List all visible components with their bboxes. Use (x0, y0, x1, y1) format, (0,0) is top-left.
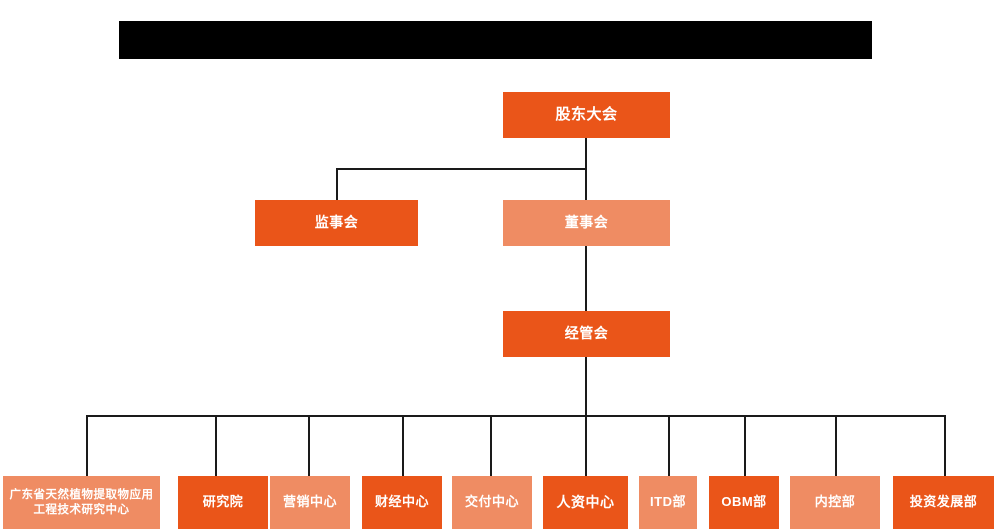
connector-drop-hr-center (585, 415, 587, 476)
node-research-center-label: 广东省天然植物提取物应用工程技术研究中心 (9, 489, 154, 516)
node-hr-center[interactable]: 人资中心 (543, 476, 628, 529)
node-research-institute-label: 研究院 (202, 494, 244, 510)
node-supervisors-label: 监事会 (314, 214, 359, 231)
connector-drop-obm-dept (744, 415, 746, 476)
node-finance-center[interactable]: 财经中心 (362, 476, 442, 529)
connector-drop-research-institute (215, 415, 217, 476)
node-hr-center-label: 人资中心 (556, 493, 615, 510)
node-obm-dept[interactable]: OBM部 (709, 476, 779, 529)
node-shareholders-label: 股东大会 (555, 105, 618, 123)
node-marketing-center-label: 营销中心 (282, 494, 337, 510)
connector-drop-research-center (86, 415, 88, 476)
connector-directors-to-management (585, 246, 587, 312)
node-directors-label: 董事会 (564, 214, 609, 231)
redacted-title-bar (119, 21, 872, 59)
node-internal-control-dept[interactable]: 内控部 (790, 476, 880, 529)
connector-drop-itd-dept (668, 415, 670, 476)
connector-drop-directors (585, 168, 587, 201)
node-investment-development-dept-label: 投资发展部 (909, 494, 978, 510)
node-investment-development-dept[interactable]: 投资发展部 (893, 476, 994, 529)
node-management[interactable]: 经管会 (503, 311, 670, 357)
connector-drop-delivery-center (490, 415, 492, 476)
node-shareholders[interactable]: 股东大会 (503, 92, 670, 138)
connector-drop-supervisors (336, 168, 338, 201)
node-internal-control-dept-label: 内控部 (814, 494, 856, 510)
node-research-center[interactable]: 广东省天然植物提取物应用工程技术研究中心 (3, 476, 160, 529)
node-itd-dept-label: ITD部 (650, 494, 686, 510)
connector-shareholders-down (585, 138, 587, 169)
node-directors[interactable]: 董事会 (503, 200, 670, 246)
connector-drop-marketing-center (308, 415, 310, 476)
node-itd-dept[interactable]: ITD部 (639, 476, 697, 529)
connector-level2-bus (336, 168, 586, 170)
node-management-label: 经管会 (564, 325, 609, 342)
node-research-institute[interactable]: 研究院 (178, 476, 268, 529)
node-obm-dept-label: OBM部 (721, 494, 767, 510)
node-delivery-center[interactable]: 交付中心 (452, 476, 532, 529)
connector-drop-internal-control-dept (835, 415, 837, 476)
connector-level4-bus (86, 415, 945, 417)
connector-drop-finance-center (402, 415, 404, 476)
node-finance-center-label: 财经中心 (374, 494, 429, 510)
node-supervisors[interactable]: 监事会 (255, 200, 418, 246)
connector-drop-investment-development-dept (944, 415, 946, 476)
connector-management-down (585, 357, 587, 417)
node-marketing-center[interactable]: 营销中心 (270, 476, 350, 529)
node-delivery-center-label: 交付中心 (464, 494, 519, 510)
